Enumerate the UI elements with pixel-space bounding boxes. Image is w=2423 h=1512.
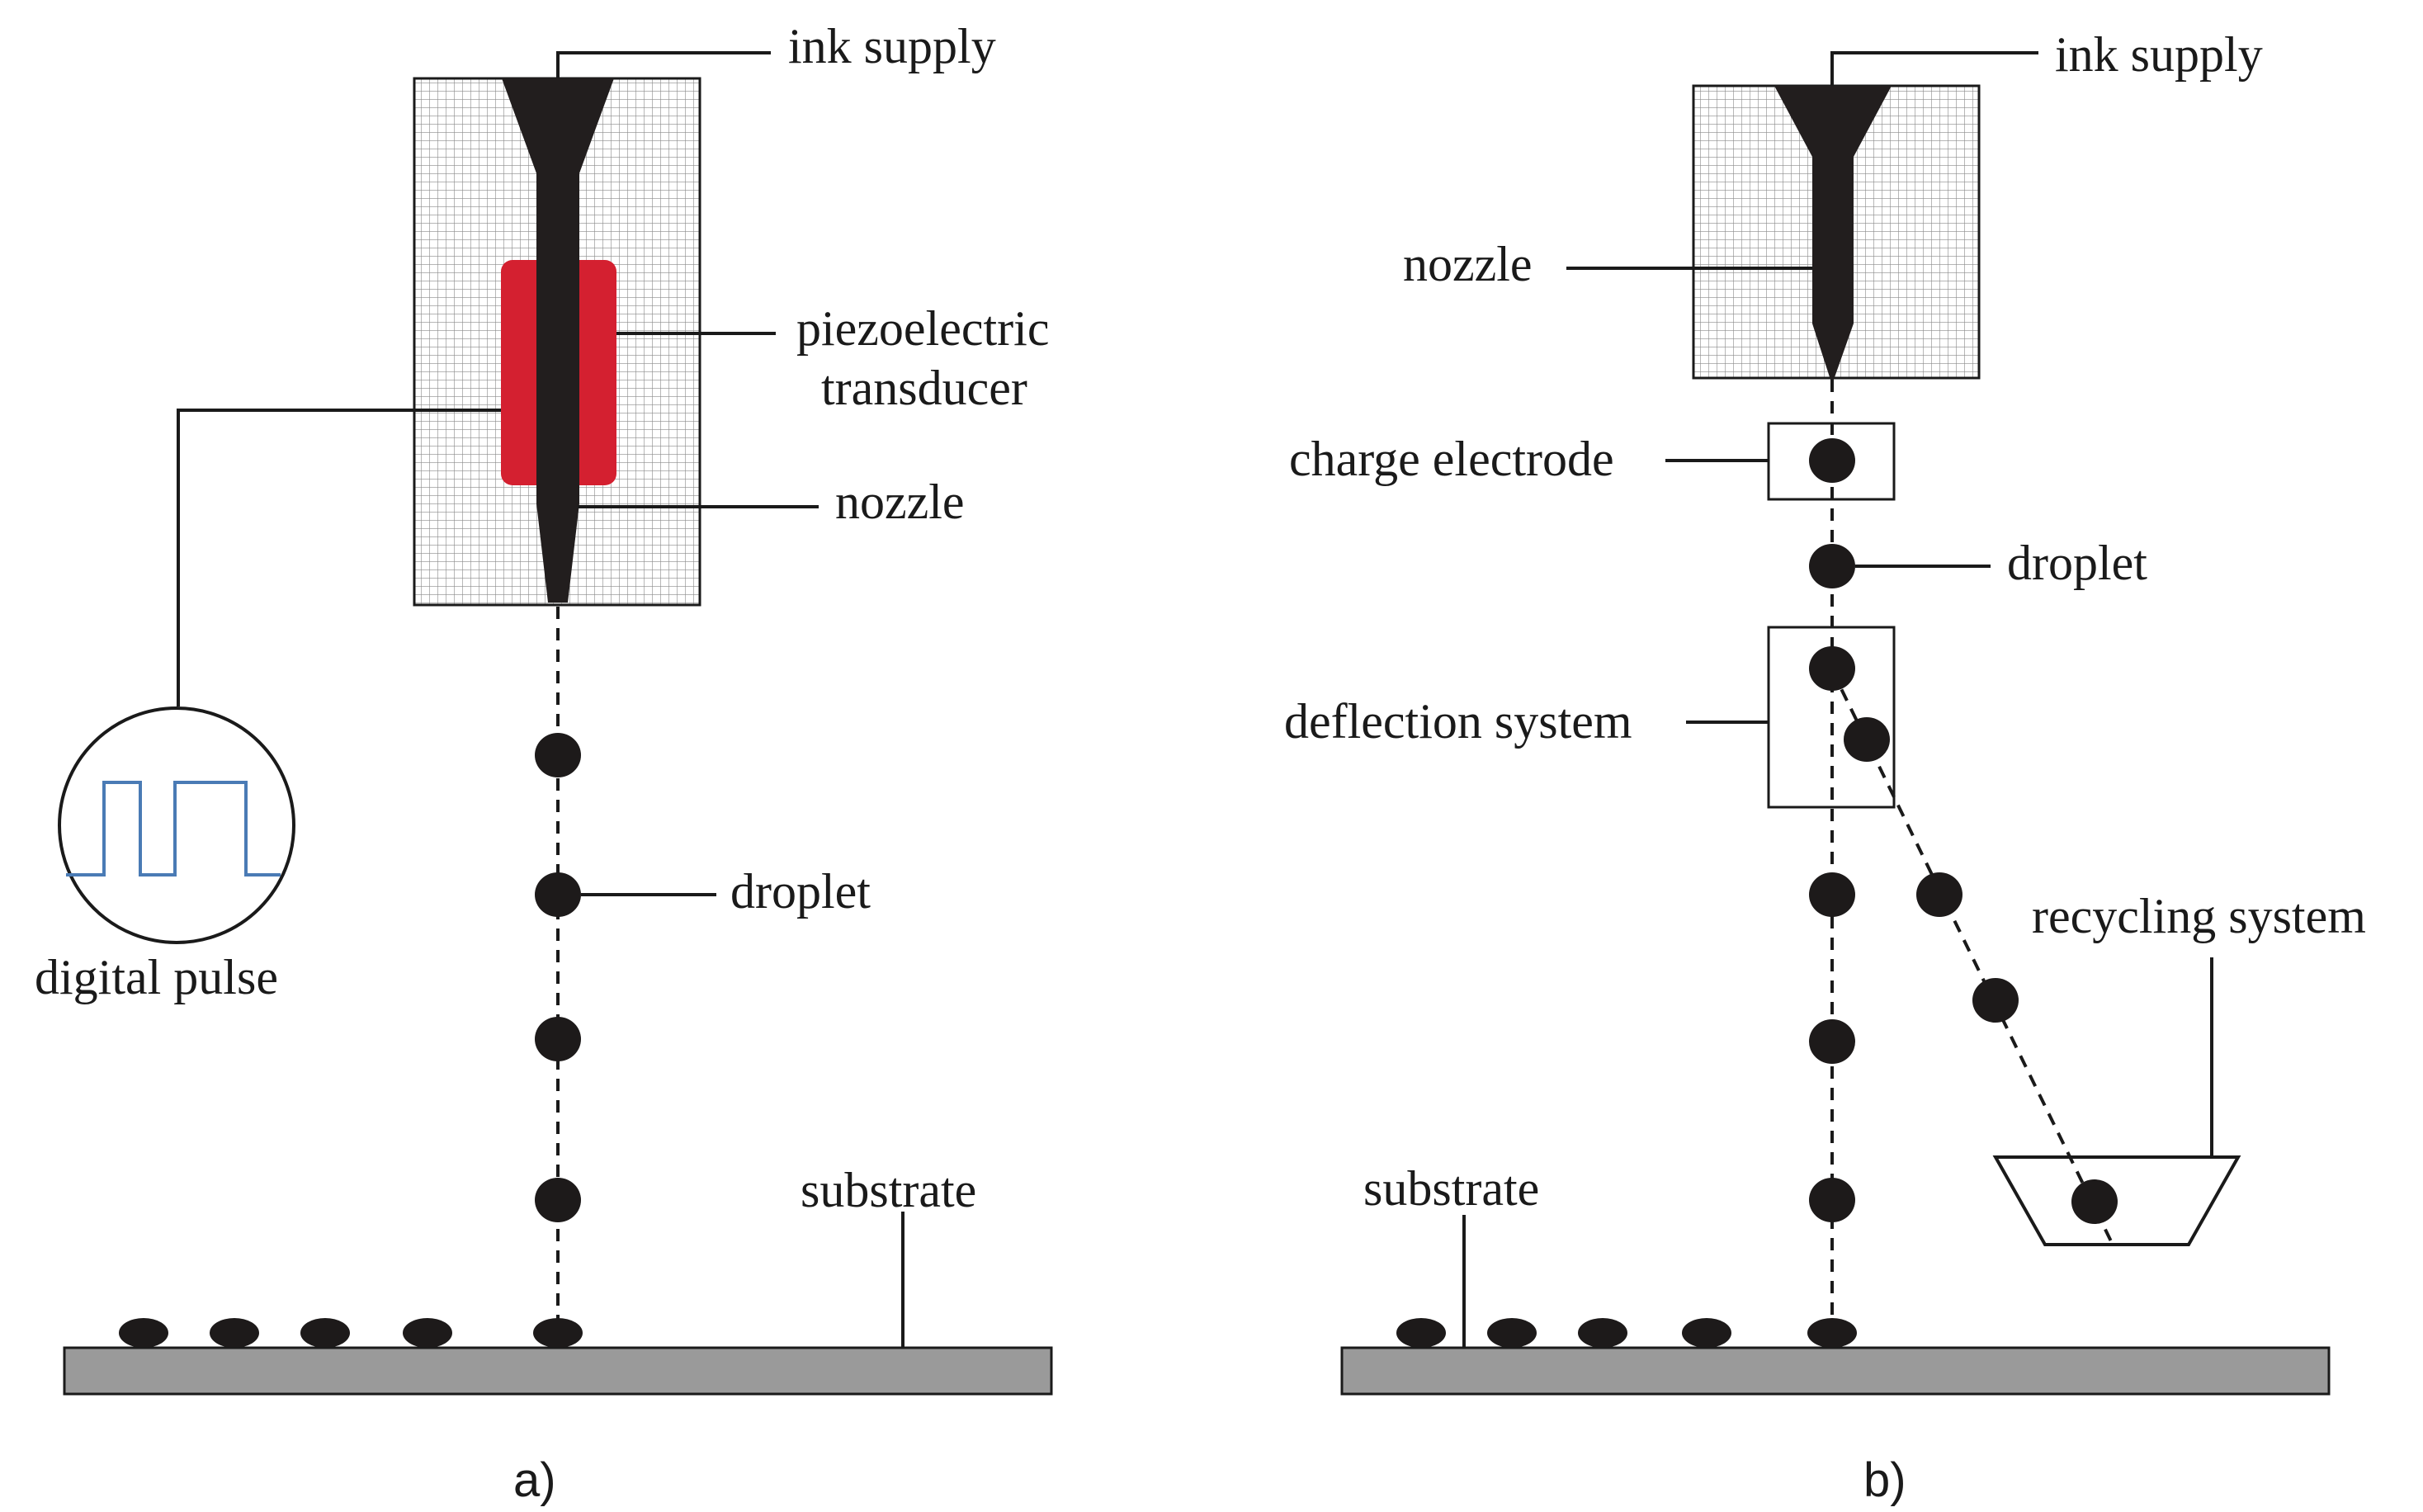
- droplet: [535, 1017, 581, 1061]
- panel-a: ink supply piezoelectric transducer nozz…: [35, 19, 1053, 1507]
- deflection-system-label: deflection system: [1284, 694, 1632, 749]
- droplet: [535, 733, 581, 777]
- nozzle-label: nozzle: [1403, 237, 1533, 291]
- substrate-label: substrate: [1363, 1161, 1539, 1216]
- ink-supply-label: ink supply: [788, 19, 996, 73]
- deposited-droplet: [1807, 1318, 1857, 1348]
- deflected-droplet: [1916, 872, 1962, 917]
- deposited-droplet: [533, 1318, 583, 1348]
- droplet: [1809, 438, 1855, 483]
- recycling-system: [1992, 1155, 2241, 1246]
- droplet: [1809, 1178, 1855, 1222]
- droplet: [1809, 646, 1855, 691]
- ink-channel: [1774, 86, 1892, 380]
- deflected-droplet: [1972, 978, 2019, 1023]
- substrate: [63, 1346, 1053, 1396]
- droplet-label: droplet: [730, 864, 871, 919]
- panel-b: ink supply nozzle charge electrode dropl…: [1284, 27, 2366, 1507]
- droplet: [535, 872, 581, 917]
- deposited-droplet: [1396, 1318, 1446, 1348]
- panel-b-caption: b): [1863, 1453, 1906, 1507]
- deposited-droplet: [119, 1318, 168, 1348]
- ink-supply-label: ink supply: [2055, 27, 2263, 82]
- recycling-system-label: recycling system: [2032, 889, 2366, 943]
- panel-a-caption: a): [513, 1453, 556, 1507]
- deflected-droplet: [2071, 1179, 2118, 1224]
- droplet: [1809, 544, 1855, 588]
- substrate: [1340, 1346, 2331, 1396]
- deposited-droplet: [1682, 1318, 1731, 1348]
- square-wave-icon: [66, 781, 281, 876]
- deflected-droplet: [1844, 717, 1890, 762]
- deflection-system: [1767, 626, 1896, 809]
- pulse-wire: [177, 409, 501, 706]
- ink-supply-leader: [1830, 51, 2038, 86]
- droplet-label: droplet: [2007, 536, 2147, 590]
- piezoelectric-label: piezoelectric: [796, 301, 1049, 356]
- droplet: [535, 1178, 581, 1222]
- nozzle-label: nozzle: [835, 475, 965, 529]
- deposited-droplet: [300, 1318, 350, 1348]
- deposited-droplet: [403, 1318, 452, 1348]
- ink-channel-through-transducer: [536, 248, 579, 495]
- substrate-label: substrate: [801, 1163, 976, 1217]
- charge-electrode-label: charge electrode: [1289, 432, 1614, 486]
- transducer-label: transducer: [821, 361, 1027, 415]
- deposited-droplet: [1578, 1318, 1627, 1348]
- deposited-droplet: [210, 1318, 259, 1348]
- droplet: [1809, 1019, 1855, 1064]
- digital-pulse-label: digital pulse: [35, 950, 278, 1004]
- droplet: [1809, 872, 1855, 917]
- ink-supply-leader: [556, 51, 771, 78]
- deposited-droplet: [1487, 1318, 1537, 1348]
